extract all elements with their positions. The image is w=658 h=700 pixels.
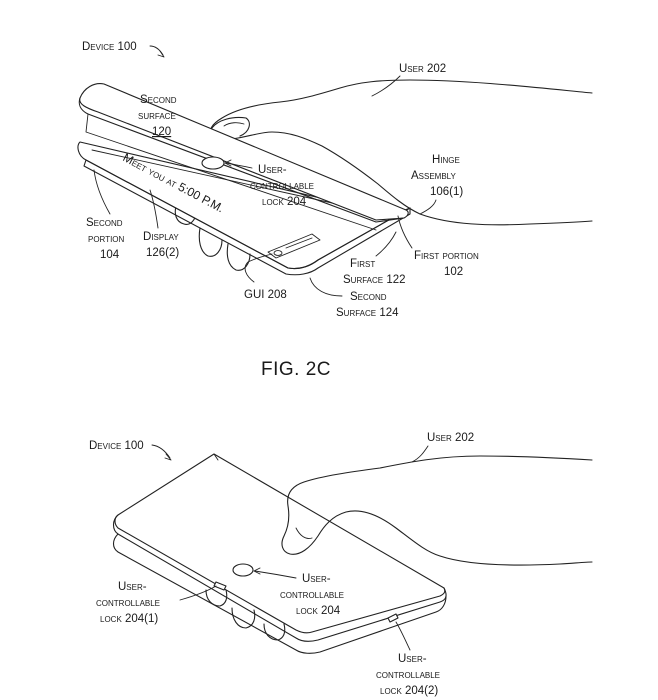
thumbnail-bottom	[295, 527, 313, 539]
second-portion-body	[79, 83, 409, 221]
thumbnail	[223, 122, 245, 127]
gui-line	[285, 237, 313, 249]
second-portion-line3: 104	[100, 249, 120, 261]
finger-bottom-3	[263, 623, 286, 641]
user-label-bottom: User 202	[427, 432, 474, 444]
hinge-label-line3: 106(1)	[430, 186, 463, 198]
user-label: User 202	[399, 63, 446, 75]
second-surface-line2: surface	[138, 110, 176, 122]
lock-label-line1: User-	[258, 164, 287, 176]
hinge-leader	[419, 199, 437, 215]
display-label-line2: 126(2)	[146, 247, 179, 259]
lock-label-line2: controllable	[250, 180, 314, 192]
second-portion-line1: Second	[86, 217, 123, 229]
device-leader-bottom	[151, 444, 171, 459]
figure-2d: Device 100 User 202 User- controllable l…	[89, 432, 593, 697]
second-portion-leader	[93, 169, 111, 215]
device-label-bottom: Device 100	[89, 440, 144, 452]
thumb-outline	[211, 116, 250, 137]
lock-center-line3: lock 204	[296, 605, 341, 617]
gui-label: GUI 208	[244, 289, 287, 301]
gui-button	[273, 250, 283, 256]
user-leader-bottom	[411, 445, 429, 463]
lock-center-arrowhead	[253, 567, 261, 575]
lock-center-line2: controllable	[280, 589, 344, 601]
closed-device-body	[114, 453, 446, 634]
lock-204	[201, 156, 225, 170]
lock-right-line3: lock 204(2)	[380, 685, 438, 697]
lock-arrowhead	[224, 159, 232, 167]
first-surface-line2: Surface 122	[343, 274, 406, 286]
lock-center-line1: User-	[302, 573, 331, 585]
second-surface-124-leader	[309, 277, 343, 297]
device-leader	[149, 45, 164, 56]
closed-device-edge-bottom	[112, 533, 447, 654]
hand-outline-bottom	[281, 455, 593, 566]
device-arrowhead	[157, 50, 165, 58]
lock-right-line1: User-	[398, 653, 427, 665]
first-surface-line1: First	[350, 258, 375, 270]
lock-204-2	[387, 613, 399, 623]
lock-right-line2: controllable	[376, 669, 440, 681]
second-portion-line2: portion	[88, 233, 125, 245]
lock-left-line3: lock 204(1)	[100, 613, 158, 625]
lock-center-leader	[254, 570, 297, 579]
second-surface-124-line2: Surface 124	[336, 307, 399, 319]
gui-leader	[244, 253, 273, 283]
figure-caption: FIG. 2C	[261, 359, 331, 380]
lock-right-leader	[395, 621, 411, 651]
finger-bottom-1	[205, 589, 228, 607]
closed-device-corner	[213, 453, 219, 461]
user-leader	[371, 75, 401, 97]
device-label: Device 100	[82, 41, 137, 53]
lock-left-line1: User-	[118, 581, 147, 593]
hinge-label-line1: Hinge	[432, 154, 460, 166]
second-surface-124-line1: Second	[350, 291, 387, 303]
finger-bottom-2	[231, 607, 256, 629]
second-surface-line1: Second	[140, 94, 177, 106]
figure-2c: Device 100 User 202 Meet you at 5:00 P.M…	[77, 41, 593, 380]
finger-2	[198, 227, 223, 257]
first-portion-line2: 102	[444, 266, 463, 278]
first-portion-line1: First portion	[414, 250, 479, 262]
hinge-label-line2: Assembly	[411, 170, 457, 182]
display-leader	[149, 189, 159, 229]
finger-3	[226, 243, 251, 271]
lock-204-bottom	[232, 563, 254, 577]
lock-left-line2: controllable	[96, 597, 160, 609]
first-portion-edge	[83, 159, 411, 276]
first-portion-leader	[397, 215, 413, 249]
first-surface-leader	[375, 231, 397, 257]
lock-leader	[225, 162, 253, 169]
device-arrowhead-bottom	[164, 453, 172, 461]
lock-label-line3: lock 204	[262, 196, 307, 208]
display-label-line1: Display	[143, 231, 179, 243]
hand-outline	[209, 79, 593, 226]
second-portion-side	[85, 113, 377, 231]
lock-left-leader	[179, 585, 217, 601]
lock-204-1	[213, 581, 227, 591]
second-surface-number: 120	[152, 126, 171, 138]
gui-panel	[267, 233, 321, 259]
